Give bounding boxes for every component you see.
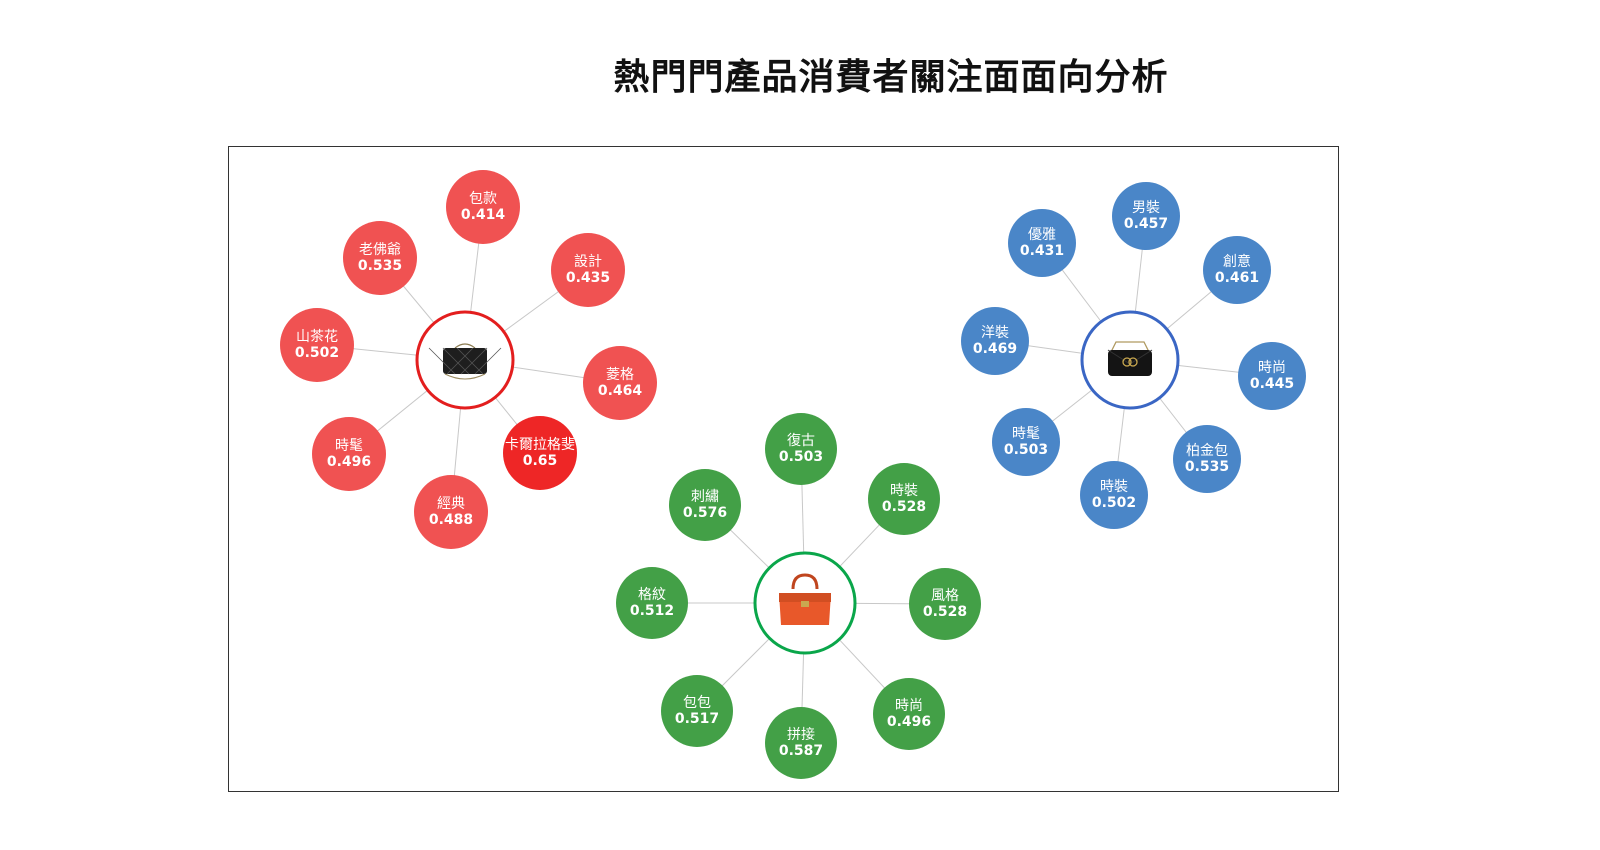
aspect-label: 包款 bbox=[469, 191, 497, 207]
aspect-node: 洋裝0.469 bbox=[961, 307, 1029, 375]
aspect-node: 時髦0.496 bbox=[312, 417, 386, 491]
aspect-node: 時尚0.496 bbox=[873, 678, 945, 750]
aspect-node: 時髦0.503 bbox=[992, 408, 1060, 476]
aspect-value: 0.503 bbox=[1004, 442, 1048, 458]
aspect-value: 0.496 bbox=[327, 454, 371, 470]
aspect-node: 經典0.488 bbox=[414, 475, 488, 549]
aspect-label: 時尚 bbox=[895, 698, 923, 714]
aspect-label: 男裝 bbox=[1132, 200, 1160, 216]
aspect-label: 時髦 bbox=[1012, 426, 1040, 442]
aspect-value: 0.502 bbox=[295, 345, 339, 361]
product-center-node bbox=[415, 310, 515, 410]
aspect-label: 山茶花 bbox=[296, 329, 338, 345]
hermes-birkin-orange-bag-icon bbox=[779, 573, 831, 625]
aspect-label: 時尚 bbox=[1258, 360, 1286, 376]
aspect-label: 復古 bbox=[787, 432, 815, 449]
aspect-value: 0.435 bbox=[566, 270, 610, 286]
diagram-frame bbox=[228, 146, 1339, 792]
aspect-node: 拼接0.587 bbox=[765, 707, 837, 779]
aspect-node: 男裝0.457 bbox=[1112, 182, 1180, 250]
aspect-label: 老佛爺 bbox=[359, 242, 401, 258]
aspect-node: 時尚0.445 bbox=[1238, 342, 1306, 410]
aspect-value: 0.535 bbox=[358, 258, 402, 274]
aspect-node: 刺繡0.576 bbox=[669, 469, 741, 541]
aspect-node: 設計0.435 bbox=[551, 233, 625, 307]
aspect-label: 時髦 bbox=[335, 438, 363, 454]
aspect-value: 0.461 bbox=[1215, 270, 1259, 286]
product-center-node bbox=[1080, 310, 1180, 410]
aspect-label: 風格 bbox=[931, 588, 959, 604]
aspect-value: 0.414 bbox=[461, 207, 506, 223]
aspect-label: 柏金包 bbox=[1186, 443, 1228, 459]
aspect-node: 格紋0.512 bbox=[616, 567, 688, 639]
aspect-node: 創意0.461 bbox=[1203, 236, 1271, 304]
aspect-value: 0.445 bbox=[1250, 376, 1294, 392]
aspect-label: 經典 bbox=[437, 496, 465, 512]
aspect-node: 菱格0.464 bbox=[583, 346, 657, 420]
aspect-label: 菱格 bbox=[606, 367, 634, 383]
aspect-node: 包款0.414 bbox=[446, 170, 520, 244]
aspect-node: 優雅0.431 bbox=[1008, 209, 1076, 277]
aspect-value: 0.457 bbox=[1124, 216, 1168, 232]
aspect-value: 0.469 bbox=[973, 341, 1017, 357]
aspect-value: 0.576 bbox=[683, 505, 727, 521]
aspect-value: 0.535 bbox=[1185, 459, 1229, 475]
aspect-value: 0.502 bbox=[1092, 495, 1136, 511]
aspect-value: 0.528 bbox=[882, 499, 926, 515]
aspect-label: 格紋 bbox=[638, 587, 666, 603]
gucci-marmont-black-bag-icon bbox=[1107, 341, 1153, 376]
aspect-label: 卡爾拉格斐 bbox=[505, 437, 575, 453]
aspect-value: 0.496 bbox=[887, 714, 931, 730]
aspect-value: 0.517 bbox=[675, 711, 719, 727]
aspect-label: 時裝 bbox=[1100, 479, 1128, 495]
product-center-node bbox=[753, 551, 857, 655]
aspect-node: 風格0.528 bbox=[909, 568, 981, 640]
aspect-label: 創意 bbox=[1223, 253, 1251, 270]
aspect-value: 0.65 bbox=[523, 453, 558, 469]
aspect-value: 0.503 bbox=[779, 449, 823, 465]
aspect-node: 復古0.503 bbox=[765, 413, 837, 485]
aspect-label: 刺繡 bbox=[691, 489, 719, 505]
aspect-value: 0.512 bbox=[630, 603, 674, 619]
aspect-label: 優雅 bbox=[1028, 227, 1056, 243]
aspect-value: 0.528 bbox=[923, 604, 967, 620]
aspect-value: 0.488 bbox=[429, 512, 473, 528]
aspect-label: 設計 bbox=[574, 254, 602, 270]
chart-title: 熱門門產品消費者關注面面向分析 bbox=[613, 57, 1169, 98]
aspect-node: 時裝0.528 bbox=[868, 463, 940, 535]
aspect-label: 包包 bbox=[683, 695, 711, 711]
aspect-value: 0.464 bbox=[598, 383, 643, 399]
aspect-value: 0.431 bbox=[1020, 243, 1064, 259]
aspect-label: 時裝 bbox=[890, 483, 918, 499]
aspect-label: 拼接 bbox=[787, 726, 815, 743]
aspect-label: 洋裝 bbox=[981, 325, 1009, 341]
aspect-node: 包包0.517 bbox=[661, 675, 733, 747]
aspect-value: 0.587 bbox=[779, 743, 823, 759]
chanel-quilted-black-bag-icon bbox=[428, 343, 502, 380]
aspect-node: 時裝0.502 bbox=[1080, 461, 1148, 529]
